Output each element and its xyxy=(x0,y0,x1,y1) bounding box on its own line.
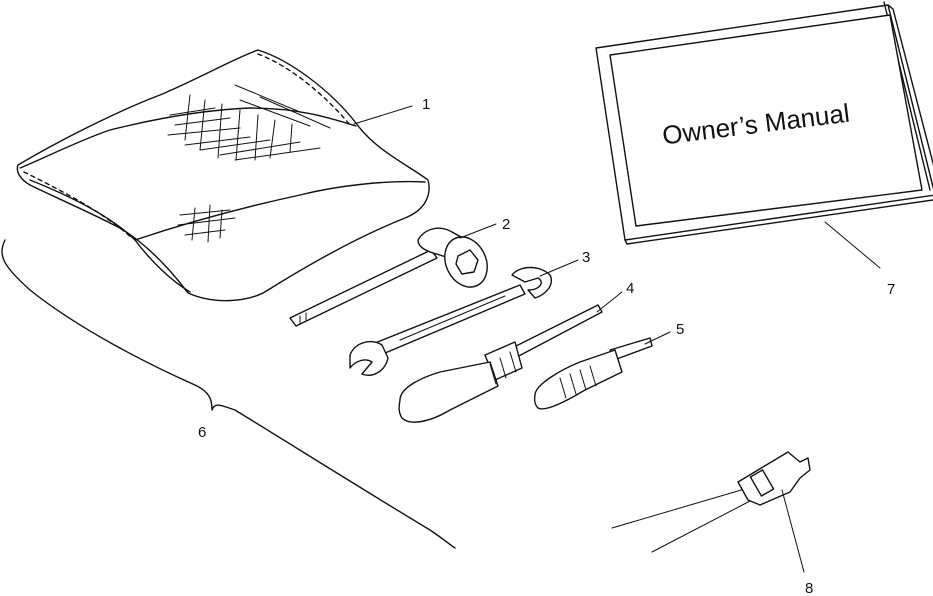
callout-7: 7 xyxy=(887,281,895,298)
pouch-fabric-texture xyxy=(167,84,331,243)
bit-driver xyxy=(533,337,653,410)
leader-lines xyxy=(353,105,881,573)
kit-bracket xyxy=(1,239,456,549)
callout-8: 8 xyxy=(805,580,813,596)
callout-2: 2 xyxy=(502,216,510,233)
callout-1: 1 xyxy=(422,96,430,113)
flat-screwdriver xyxy=(398,304,603,423)
owners-manual-book xyxy=(595,1,933,245)
socket-wrench xyxy=(289,227,488,327)
callout-4: 4 xyxy=(626,280,634,297)
callout-5: 5 xyxy=(676,321,684,338)
callout-3: 3 xyxy=(582,249,590,266)
tool-pouch xyxy=(16,49,430,302)
callout-6: 6 xyxy=(198,424,206,441)
spark-plug-clip xyxy=(611,451,811,553)
